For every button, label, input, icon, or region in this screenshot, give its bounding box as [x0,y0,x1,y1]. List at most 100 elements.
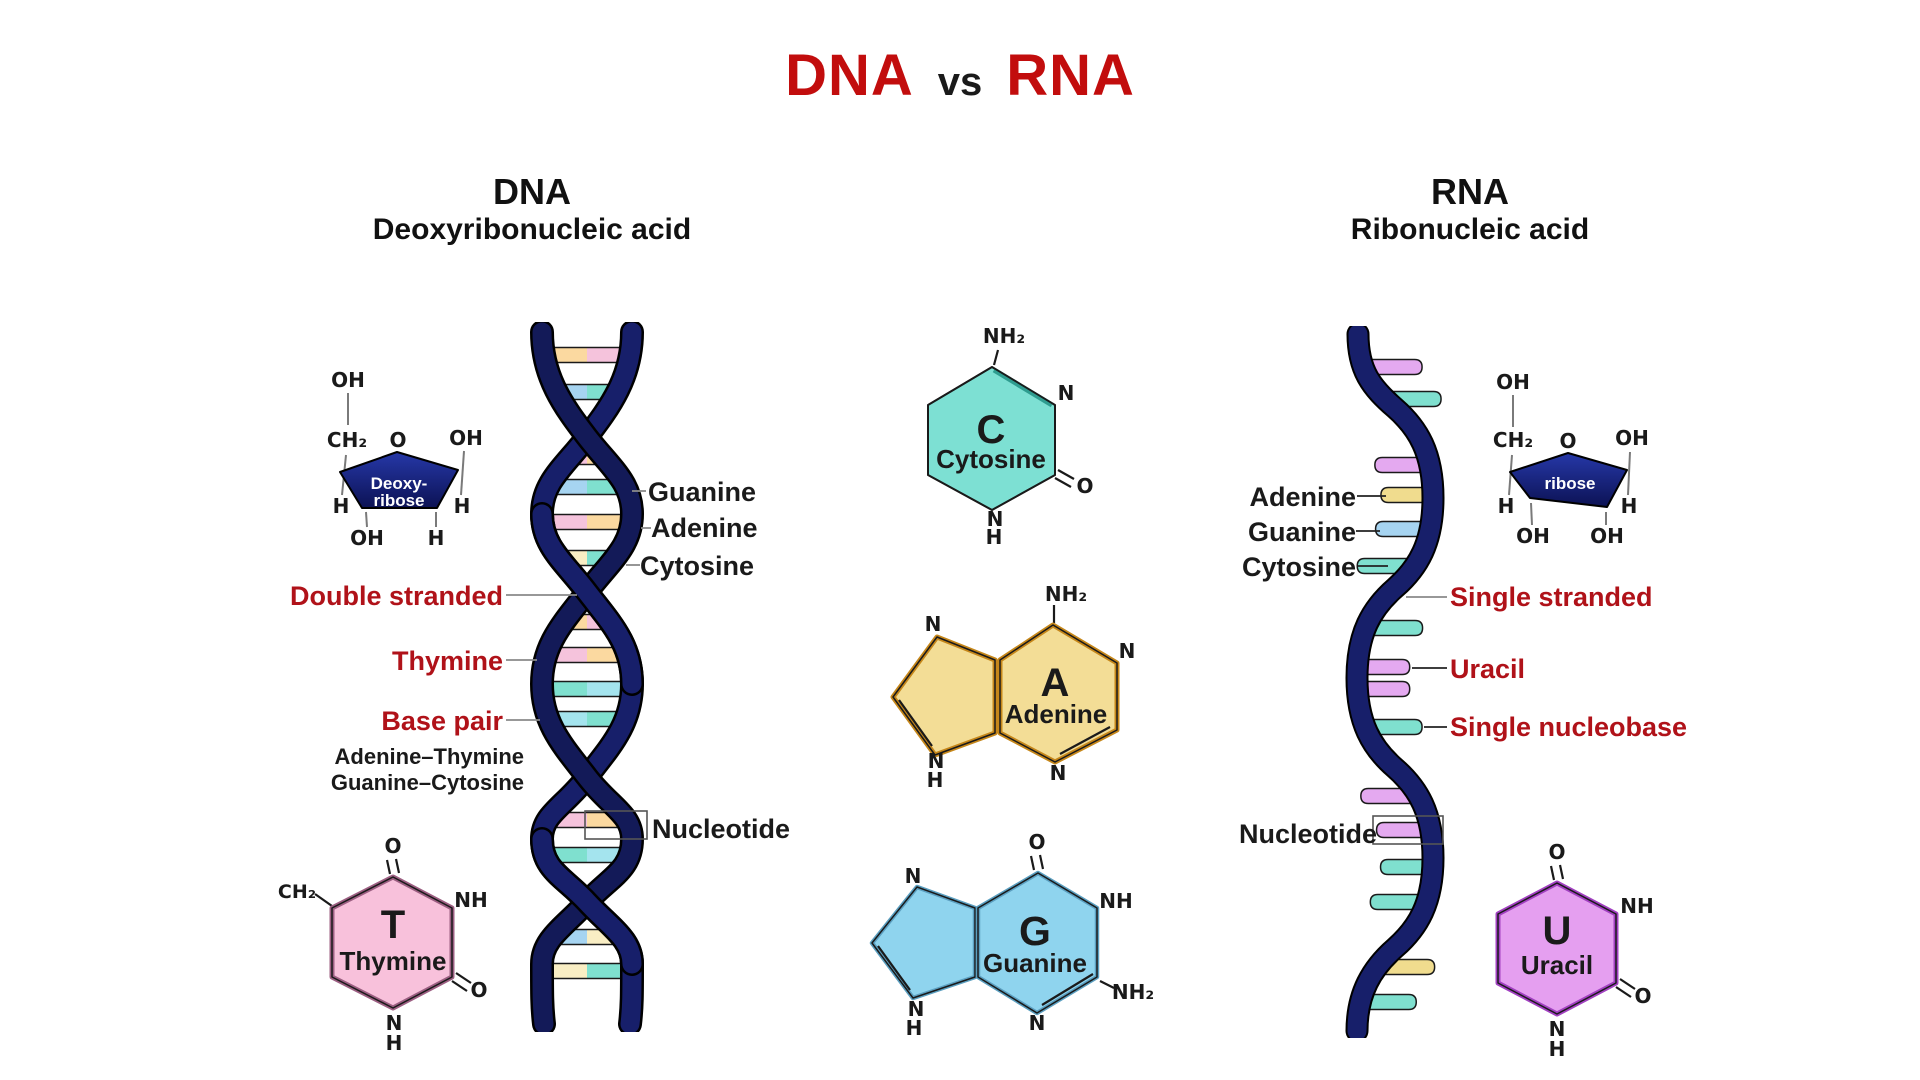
uracil-name: Uracil [1521,950,1593,980]
nh-label: NH [454,888,487,912]
o-label: O [470,978,487,1002]
deoxyribose-name-line1: Deoxy- [371,474,428,493]
n-label: N [925,612,942,636]
adenine-letter: A [1041,661,1070,705]
n-label: N [1549,1017,1566,1041]
nh2-label: NH₂ [1045,582,1087,606]
rna-single-strand-illustration [1345,326,1445,1038]
h-label: H [1498,494,1515,518]
dna-strand-b [529,322,645,1032]
dna-double-helix-illustration [529,322,648,1032]
dna-label-double-stranded: Double stranded [289,581,503,611]
dna-heading: DNA Deoxyribonucleic acid [332,172,732,248]
ch2-label: CH₂ [327,428,367,452]
h-label: H [454,494,471,518]
rna-label-nucleotide: Nucleotide [1238,819,1377,849]
ribose-structure: ribose OH CH₂ O OH H H OH OH [1493,370,1649,548]
deoxyribose-pentagon [339,451,459,509]
thymine-name: Thymine [340,946,447,976]
nh2-label: NH₂ [983,324,1025,348]
o-label: O [1548,840,1565,864]
o-label: O [1028,830,1045,854]
rna-heading-acronym: RNA [1431,171,1509,212]
page-title: DNA vs RNA [0,42,1920,109]
dna-label-guanine: Guanine [648,477,757,507]
thymine-letter: T [381,903,405,947]
title-vs: vs [937,60,983,104]
pair-adenine-thymine: Adenine–Thymine [334,744,524,769]
rna-label-guanine: Guanine [1247,517,1356,547]
guanine-name: Guanine [983,948,1087,978]
dna-strand-a-crossover [530,502,644,976]
uracil-structure: U Uracil O NH O N H [1495,840,1654,1061]
deoxyribose-name-line2: ribose [373,491,424,510]
dna-nucleotide-box [584,810,648,840]
thymine-structure: T Thymine O CH₂ NH O N H [278,834,488,1055]
h-label: H [333,494,350,518]
pair-guanine-cytosine: Guanine–Cytosine [330,770,524,795]
rna-label-cytosine: Cytosine [1241,552,1356,582]
oh-label-red: OH [1590,524,1624,548]
n-label: N [908,997,925,1021]
rna-nucleotide-box [1372,815,1444,845]
n-label: N [1119,639,1136,663]
ribose-pentagon [1509,452,1628,508]
n-label: N [1050,761,1067,785]
h-label: H [927,768,944,792]
rna-label-uracil: Uracil [1450,654,1526,684]
h-label: H [986,525,1003,549]
h-label: H [906,1016,923,1040]
nh-label: NH [1620,894,1653,918]
title-rna: RNA [1006,43,1135,108]
o-label: O [389,428,406,452]
rna-heading: RNA Ribonucleic acid [1270,172,1670,248]
dna-label-thymine: Thymine [391,646,503,676]
n-label: N [1029,1011,1046,1035]
oh-label: OH [1615,426,1649,450]
adenine-structure: A Adenine N NH₂ N N N H [890,582,1136,792]
guanine-structure: G Guanine N O NH NH₂ N N H [869,830,1154,1040]
ch2-label: CH₂ [1493,428,1533,452]
rna-label-adenine: Adenine [1249,482,1356,512]
dna-heading-fullname: Deoxyribonucleic acid [372,213,692,246]
rna-backbone [1345,326,1445,1038]
h-label: H [1549,1037,1566,1061]
ribose-name: ribose [1544,474,1595,493]
oh-label: OH [1516,524,1550,548]
o-label: O [384,834,401,858]
nh-label: NH [1099,889,1132,913]
rna-heading-fullname: Ribonucleic acid [1350,213,1590,246]
guanine-letter: G [1019,908,1051,954]
o-label: O [1559,429,1576,453]
o-label: O [1076,474,1093,498]
adenine-name: Adenine [1005,699,1108,729]
dna-heading-acronym: DNA [493,171,571,212]
dna-label-cytosine: Cytosine [640,551,755,581]
dna-label-nucleotide: Nucleotide [652,814,791,844]
rna-label-single-nucleobase: Single nucleobase [1450,712,1688,742]
dna-label-base-pair: Base pair [381,706,503,736]
dna-label-base-pair-rules: Adenine–Thymine Guanine–Cytosine [310,744,524,796]
guanine-pentagon [869,884,978,1001]
uracil-letter: U [1543,909,1572,953]
h-label-red: H [428,526,445,550]
ch2-label: CH₂ [278,881,316,903]
h-label: H [1621,494,1638,518]
oh-label: OH [449,426,483,450]
deoxyribose-structure: Deoxy- ribose OH CH₂ O OH H H OH H [327,368,483,550]
cytosine-letter: C [977,408,1006,452]
oh-label: OH [331,368,365,392]
oh-label: OH [350,526,384,550]
title-dna: DNA [785,43,914,108]
cytosine-name: Cytosine [936,444,1046,474]
n-label: N [905,864,922,888]
n-label: N [1058,381,1075,405]
rna-label-single-stranded: Single stranded [1450,582,1653,612]
dna-label-adenine: Adenine [651,513,758,543]
n-label: N [987,507,1004,531]
cytosine-structure: C Cytosine NH₂ N O N H [927,324,1094,549]
oh-label: OH [1496,370,1530,394]
h-label: H [386,1031,403,1055]
n-label: N [928,749,945,773]
